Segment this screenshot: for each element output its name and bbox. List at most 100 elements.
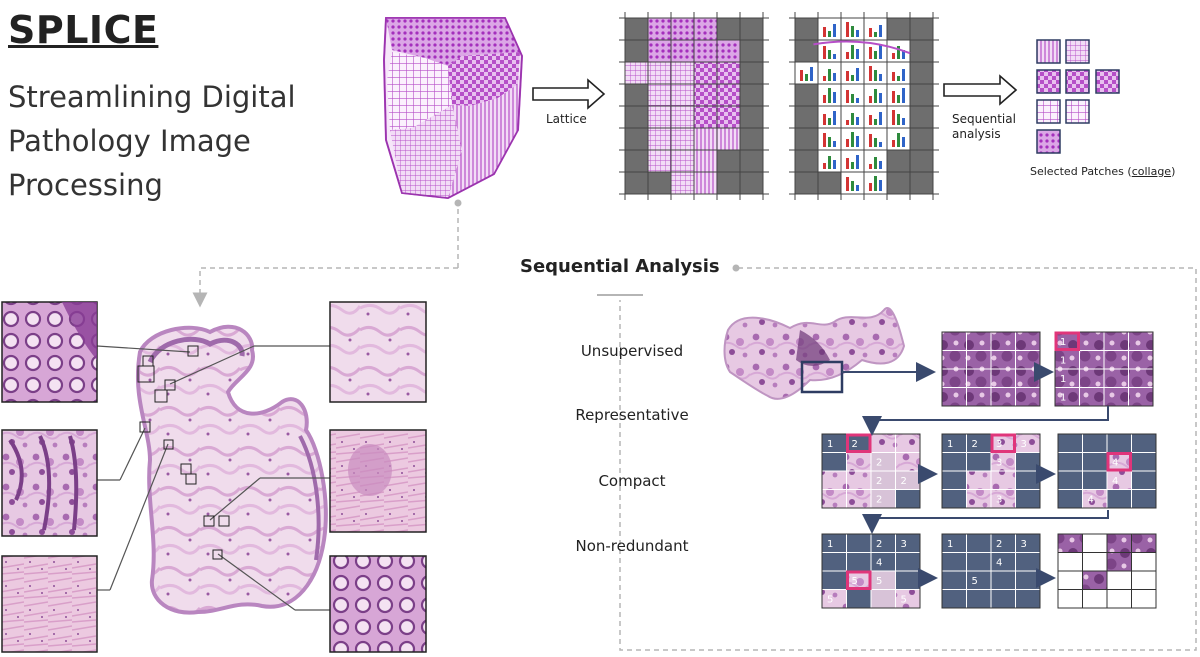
grid-number: 3 [996, 439, 1002, 450]
bar-chart-icon [879, 93, 882, 103]
bar-chart-icon [874, 70, 877, 81]
bar-chart-icon [869, 115, 872, 125]
subtitle-line-1: Streamlining Digital [8, 80, 296, 114]
bar-chart-icon [879, 142, 882, 147]
lattice-arrow-icon [532, 78, 606, 110]
selected-patches-prefix: Selected Patches ( [1030, 165, 1132, 178]
bar-chart-icon [851, 94, 854, 103]
grid-number: 4 [1088, 495, 1094, 506]
bar-chart-icon [874, 176, 877, 191]
bar-chart-icon [846, 177, 849, 191]
bar-chart-icon [823, 76, 826, 81]
bar-chart-icon [823, 95, 826, 103]
grid-number: 5 [972, 576, 978, 587]
bar-chart-icon [856, 117, 859, 125]
bar-chart-icon [851, 181, 854, 191]
bar-chart-icon [828, 69, 831, 81]
lattice-label: Lattice [546, 112, 587, 126]
criterion-representative: Representative [575, 406, 689, 424]
bar-chart-icon [902, 50, 905, 59]
grid-number: 4 [1112, 458, 1118, 469]
bar-chart-icon [869, 66, 872, 81]
subtitle-line-2: Pathology Image [8, 124, 251, 158]
section-heading: Sequential Analysis [520, 256, 720, 277]
bar-chart-icon [833, 73, 836, 81]
bar-chart-icon [828, 118, 831, 125]
highlight-box [1106, 452, 1132, 472]
subtitle-line-3: Processing [8, 168, 163, 202]
bar-chart-icon [823, 27, 826, 37]
bar-chart-icon [902, 118, 905, 125]
grid-number: 2 [972, 439, 978, 450]
bar-chart-icon [833, 141, 836, 147]
bar-chart-icon [869, 47, 872, 59]
whole-slide-image [135, 324, 328, 615]
bar-chart-icon [823, 46, 826, 59]
bar-chart-icon [828, 137, 831, 147]
grid-number: 2 [996, 539, 1002, 550]
patch-tile-icon [1065, 99, 1090, 124]
bar-chart-icon [856, 68, 859, 81]
bar-chart-icon [902, 88, 905, 103]
criterion-unsupervised: Unsupervised [580, 342, 684, 360]
tissue-region-map [382, 17, 524, 200]
bar-chart-icon [856, 155, 859, 169]
sequential-arrow-icon [943, 74, 1018, 106]
sequential-wsi [723, 307, 936, 400]
selected-patches-collage [1036, 39, 1120, 154]
selected-patches-suffix: ) [1171, 165, 1176, 178]
bar-chart-icon [810, 67, 813, 81]
grid-number: 2 [876, 539, 882, 550]
patch-tile-icon [1065, 69, 1090, 94]
sequential-label-2: analysis [952, 127, 1001, 141]
patch-tile-icon [1036, 99, 1061, 124]
bar-chart-icon [874, 157, 877, 169]
bar-chart-icon [879, 161, 882, 169]
bar-chart-icon [828, 31, 831, 37]
highlight-box [846, 433, 872, 453]
bar-chart-icon [823, 133, 826, 147]
bar-chart-icon [823, 114, 826, 125]
bar-chart-icon [828, 88, 831, 103]
bar-chart-icon [892, 110, 895, 125]
bar-chart-icon [874, 119, 877, 125]
patch-tile-icon [1065, 39, 1090, 64]
grid-number: 3 [996, 495, 1002, 506]
bar-chart-icon [851, 45, 854, 59]
bar-chart-icon [874, 32, 877, 37]
bar-chart-icon [856, 30, 859, 37]
bar-chart-icon [828, 50, 831, 59]
dashed-arrow-icon [192, 267, 458, 308]
lattice-grid-barcharts [789, 12, 939, 200]
sequential-label-1: Sequential [952, 112, 1016, 126]
bar-chart-icon [828, 156, 831, 169]
bar-chart-icon [869, 134, 872, 147]
bar-chart-icon [869, 96, 872, 103]
patch-tile-icon [1036, 129, 1061, 154]
zoom-connectors [96, 345, 330, 611]
bar-chart-icon [879, 180, 882, 191]
bar-chart-icon [805, 74, 808, 81]
bar-chart-icon [846, 52, 849, 59]
bar-chart-icon [874, 89, 877, 103]
lattice-grid-icon [619, 12, 769, 200]
bar-chart-icon [833, 111, 836, 125]
bar-chart-icon [846, 90, 849, 103]
patch-tile-icon [1036, 69, 1061, 94]
grid-number: 3 [996, 458, 1002, 469]
grid-number: 5 [852, 576, 858, 587]
bar-chart-icon [846, 120, 849, 125]
bar-chart-icon [902, 137, 905, 147]
grid-number: 5 [827, 595, 833, 606]
grid-number: 1 [827, 539, 833, 550]
highlight-box [1054, 331, 1080, 351]
bar-chart-icon [869, 164, 872, 169]
grid-number: 4 [876, 558, 882, 569]
criterion-compact: Compact [598, 472, 666, 490]
grid-number: 1 [947, 539, 953, 550]
selected-patches-label: Selected Patches (collage) [1030, 165, 1175, 178]
bar-chart-icon [897, 76, 900, 81]
collage-link[interactable]: collage [1131, 165, 1172, 178]
grid-number: 4 [1112, 476, 1118, 487]
